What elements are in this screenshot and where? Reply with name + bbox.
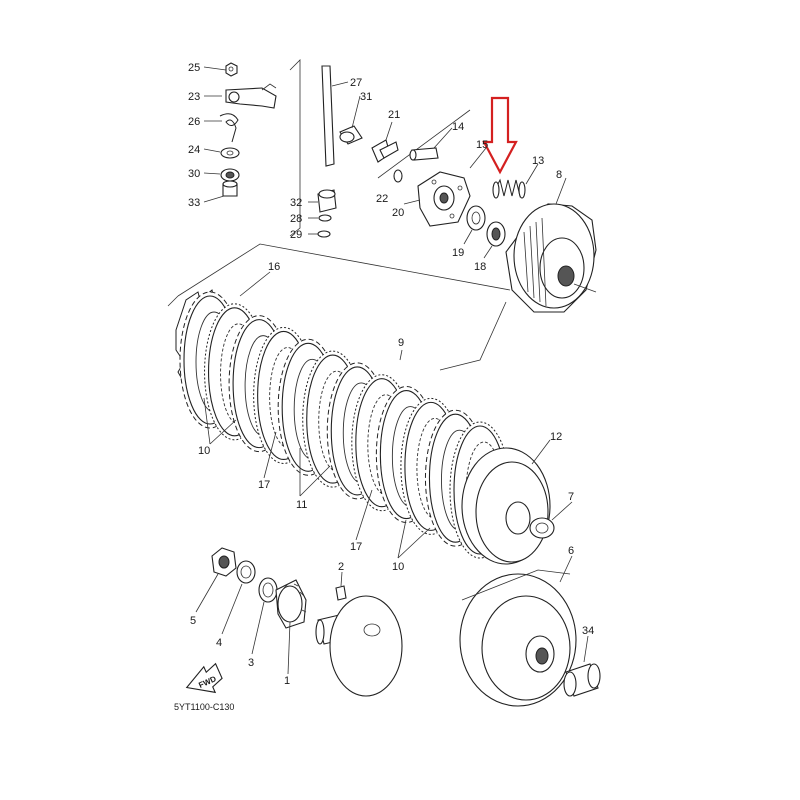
pressure-disc-12 (461, 439, 551, 565)
clutch-plate-stack (175, 289, 511, 559)
label-33: 33 (188, 197, 200, 209)
label-3: 3 (248, 657, 254, 669)
label-11: 11 (296, 499, 307, 511)
label-6: 6 (568, 545, 574, 557)
diagram-code: 5YT1100-C130 (174, 702, 234, 712)
label-5: 5 (190, 615, 196, 627)
stack-leaders (203, 271, 431, 559)
label-16: 16 (268, 261, 280, 273)
label-10-right: 10 (392, 561, 404, 573)
label-27: 27 (350, 77, 362, 89)
label-20: 20 (392, 207, 404, 219)
label-17-left: 17 (258, 479, 270, 491)
label-12: 12 (550, 431, 562, 443)
label-4: 4 (216, 637, 222, 649)
label-15: 15 (476, 139, 488, 151)
circlip-7 (529, 501, 573, 539)
bottom-left-parts (195, 547, 403, 697)
label-30: 30 (188, 168, 200, 180)
highlight-arrow (482, 96, 518, 175)
label-8: 8 (556, 169, 562, 181)
label-25: 25 (188, 62, 200, 74)
part-labels: 25 23 26 24 30 33 27 31 32 28 29 21 22 2… (188, 62, 594, 687)
label-29: 29 (290, 229, 302, 241)
push-rod-group (289, 59, 363, 238)
label-34: 34 (582, 625, 594, 637)
pressure-lever-group (203, 62, 277, 203)
fwd-arrow-icon: FWD (185, 662, 223, 694)
label-19: 19 (452, 247, 464, 259)
label-9: 9 (398, 337, 404, 349)
clutch-spring-13 (492, 178, 526, 199)
spacer-34 (563, 635, 601, 697)
label-13: 13 (532, 155, 544, 167)
label-18: 18 (474, 261, 486, 273)
label-31: 31 (360, 91, 372, 103)
label-22: 22 (376, 193, 388, 205)
label-17-right: 17 (350, 541, 362, 553)
clutch-housing-6 (459, 555, 577, 707)
label-1: 1 (284, 675, 290, 687)
pressure-plate-group (371, 109, 597, 371)
label-2: 2 (338, 561, 344, 573)
label-10-left: 10 (198, 445, 210, 457)
label-7: 7 (568, 491, 574, 503)
label-24: 24 (188, 144, 200, 156)
stack-bracket (167, 243, 511, 307)
label-14: 14 (452, 121, 464, 133)
label-26: 26 (188, 116, 200, 128)
label-23: 23 (188, 91, 200, 103)
label-28: 28 (290, 213, 302, 225)
label-21: 21 (388, 109, 400, 121)
label-32: 32 (290, 197, 302, 209)
